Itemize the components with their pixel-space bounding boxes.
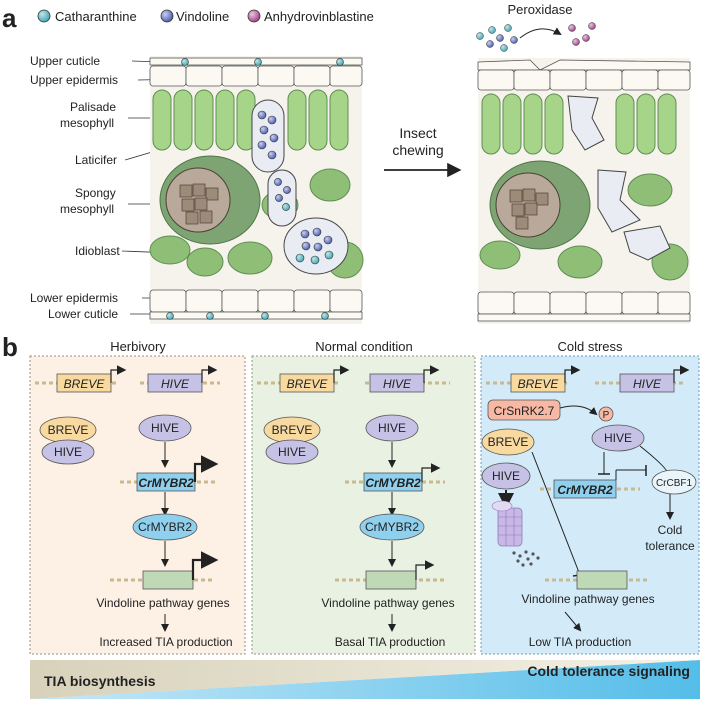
herbivory-box bbox=[29, 355, 246, 655]
breve-gene-label: BREVE bbox=[64, 377, 106, 391]
hive-gene-label: HIVE bbox=[161, 377, 190, 391]
cold-stress-column: BREVE HIVE CrSnRK2.7 P HIVE BREVE HIVE bbox=[481, 365, 697, 649]
arrow-label-chewing: chewing bbox=[392, 142, 443, 158]
legend-anhydrovinblastine-label: Anhydrovinblastine bbox=[264, 9, 374, 24]
herbivory-title: Herbivory bbox=[110, 339, 166, 354]
peptide-fragments-icon bbox=[512, 550, 540, 567]
label-palisade-1: Palisade bbox=[70, 100, 116, 114]
cold-tolerance-label-2: tolerance bbox=[645, 539, 695, 553]
legend-anhydrovinblastine-dot bbox=[247, 9, 261, 23]
phospho-label: P bbox=[603, 410, 610, 421]
hive-protein-complex-label: HIVE bbox=[278, 445, 306, 459]
panel-b: b Herbivory Normal condition Cold stress… bbox=[2, 332, 700, 699]
pathway-label: Vindoline pathway genes bbox=[321, 596, 454, 610]
normal-condition-title: Normal condition bbox=[315, 339, 413, 354]
legend-vindoline-dot bbox=[160, 9, 174, 23]
label-lower-cuticle: Lower cuticle bbox=[48, 307, 118, 321]
leaf-section-damaged bbox=[477, 58, 691, 324]
result-label: Increased TIA production bbox=[99, 635, 232, 649]
legend-vindoline-label: Vindoline bbox=[176, 9, 229, 24]
crmybr2-protein bbox=[132, 513, 198, 541]
normal-condition-box bbox=[251, 355, 476, 655]
normal-condition-column: BREVE HIVE BREVE HIVE HIVE CrMYBR2 CrMYB… bbox=[257, 365, 455, 649]
hive-protein bbox=[138, 414, 192, 442]
pathway-gene-box bbox=[576, 570, 628, 590]
label-upper-epidermis: Upper epidermis bbox=[30, 73, 118, 87]
pathway-label: Vindoline pathway genes bbox=[96, 596, 229, 610]
crmybr2-gene-label: CrMYBR2 bbox=[365, 476, 421, 490]
tia-biosynthesis-label: TIA biosynthesis bbox=[44, 673, 156, 689]
panel-a-label: a bbox=[2, 3, 17, 33]
hive-degraded-protein bbox=[481, 462, 531, 490]
panel-a: a Catharanthine Vindoline Anhydrovinblas… bbox=[2, 2, 691, 324]
legend: Catharanthine Vindoline Anhydrovinblasti… bbox=[37, 9, 374, 24]
label-idioblast: Idioblast bbox=[75, 244, 120, 258]
herbivory-column: BREVE HIVE BREVE HIVE HIVE CrMYBR2 CrMYB… bbox=[35, 365, 233, 649]
crmybr2-gene-label: CrMYBR2 bbox=[557, 483, 613, 497]
phospho-circle bbox=[598, 406, 614, 422]
label-spongy-1: Spongy bbox=[75, 186, 116, 200]
hive-gene-label: HIVE bbox=[383, 377, 412, 391]
breve-protein bbox=[481, 428, 535, 456]
hive-protein-complex bbox=[41, 439, 95, 465]
bottom-signal-bar: TIA biosynthesis Cold tolerance signalin… bbox=[30, 660, 700, 699]
label-palisade-2: mesophyll bbox=[60, 116, 114, 130]
breve-protein-label: BREVE bbox=[488, 435, 529, 449]
breve-gene-label: BREVE bbox=[518, 377, 560, 391]
hive-protein-label: HIVE bbox=[378, 421, 406, 435]
legend-catharanthine-label: Catharanthine bbox=[55, 9, 137, 24]
legend-catharanthine-dot bbox=[37, 9, 51, 23]
result-label: Basal TIA production bbox=[335, 635, 446, 649]
cold-stress-title: Cold stress bbox=[557, 339, 623, 354]
crmybr2-gene-box bbox=[553, 479, 617, 499]
crcbf1-label: CrCBF1 bbox=[656, 478, 693, 489]
pathway-label: Vindoline pathway genes bbox=[521, 592, 654, 606]
crsnrk27-label: CrSnRK2.7 bbox=[494, 404, 555, 418]
crmybr2-protein-label: CrMYBR2 bbox=[138, 520, 192, 534]
hive-protein-label: HIVE bbox=[604, 431, 632, 445]
insect-chewing-arrow: Insect chewing bbox=[384, 125, 462, 178]
breve-protein-label: BREVE bbox=[272, 423, 313, 437]
label-lower-epidermis: Lower epidermis bbox=[30, 291, 118, 305]
layer-labels: Upper cuticle Upper epidermis Palisade m… bbox=[30, 54, 301, 321]
leaf-section-intact bbox=[149, 56, 364, 324]
hive-degraded-label: HIVE bbox=[492, 469, 520, 483]
pathway-gene-box bbox=[142, 570, 194, 590]
crcbf1-protein bbox=[651, 469, 697, 495]
label-laticifer: Laticifer bbox=[75, 153, 117, 167]
breve-protein-label: BREVE bbox=[48, 423, 89, 437]
hive-gene-label: HIVE bbox=[633, 377, 662, 391]
label-upper-cuticle: Upper cuticle bbox=[30, 54, 100, 68]
crmybr2-protein-label: CrMYBR2 bbox=[365, 520, 419, 534]
hive-protein bbox=[591, 424, 645, 452]
breve-gene-label: BREVE bbox=[287, 377, 329, 391]
peroxidase-label: Peroxidase bbox=[507, 2, 572, 17]
panel-b-label: b bbox=[2, 332, 18, 362]
label-spongy-2: mesophyll bbox=[60, 202, 114, 216]
crmybr2-gene-label: CrMYBR2 bbox=[138, 476, 194, 490]
cold-tolerance-signaling-label: Cold tolerance signaling bbox=[527, 663, 690, 679]
hive-protein-complex-label: HIVE bbox=[54, 445, 82, 459]
peroxidase-group: Peroxidase bbox=[476, 2, 596, 52]
crsnrk27-box bbox=[487, 399, 561, 421]
hive-protein-label: HIVE bbox=[151, 421, 179, 435]
arrow-label-insect: Insect bbox=[399, 125, 436, 141]
proteasome-icon bbox=[491, 500, 523, 547]
cold-tolerance-label-1: Cold bbox=[658, 523, 683, 537]
result-label: Low TIA production bbox=[529, 635, 632, 649]
